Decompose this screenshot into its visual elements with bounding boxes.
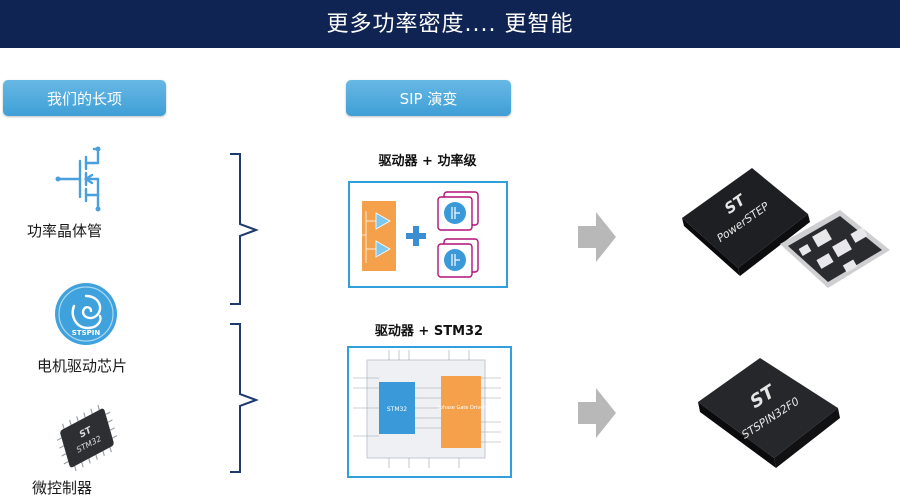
bracket-bottom — [230, 323, 259, 473]
arrow-right-icon-top — [578, 212, 616, 262]
gate-driver-3phase-block — [441, 376, 481, 448]
driver-power-stage-title: 驱动器 + 功率级 — [378, 154, 477, 169]
bracket-top — [230, 153, 259, 305]
stspin32f0-chip-image: ST STSPIN32F0 — [698, 358, 840, 468]
strengths-pill: 我们的长项 — [3, 80, 166, 116]
gate-driver-3phase-label: 3phase Gate Driver — [437, 405, 487, 411]
stm32-block — [379, 382, 415, 434]
mosfet-transistor-icon — [55, 146, 101, 212]
powerstep-chip-underside — [780, 210, 890, 288]
mosfet-high-side — [437, 191, 479, 231]
arrow-right-icon-bottom — [578, 388, 616, 438]
stspin-logo-text: STSPIN — [72, 329, 101, 337]
driver-stm32-panel: STM32 3phase Gate Driver — [347, 346, 512, 478]
powerstep-chip-image: ST PowerSTEP — [682, 168, 890, 288]
stspin-logo-icon: STSPIN — [55, 283, 117, 345]
stm32-block-label: STM32 — [387, 406, 407, 413]
plus-icon — [406, 226, 426, 246]
driver-power-stage-diagram — [356, 191, 479, 278]
sip-evolution-pill: SIP 演变 — [346, 80, 511, 116]
header-banner: 更多功率密度.... 更智能 — [0, 0, 900, 48]
driver-stm32-title: 驱动器 + STM32 — [374, 324, 484, 339]
driver-power-stage-panel — [348, 181, 508, 288]
driver-stm32-diagram: STM32 3phase Gate Driver — [353, 350, 501, 468]
motor-driver-label: 电机驱动芯片 — [37, 357, 128, 375]
power-transistor-label: 功率晶体管 — [27, 222, 103, 240]
gate-driver-block — [362, 201, 396, 271]
page-title: 更多功率密度.... 更智能 — [326, 12, 574, 37]
mcu-label: 微控制器 — [32, 479, 93, 497]
stm32-chip-icon: ST STM32 — [56, 404, 118, 472]
mosfet-low-side — [437, 238, 479, 278]
